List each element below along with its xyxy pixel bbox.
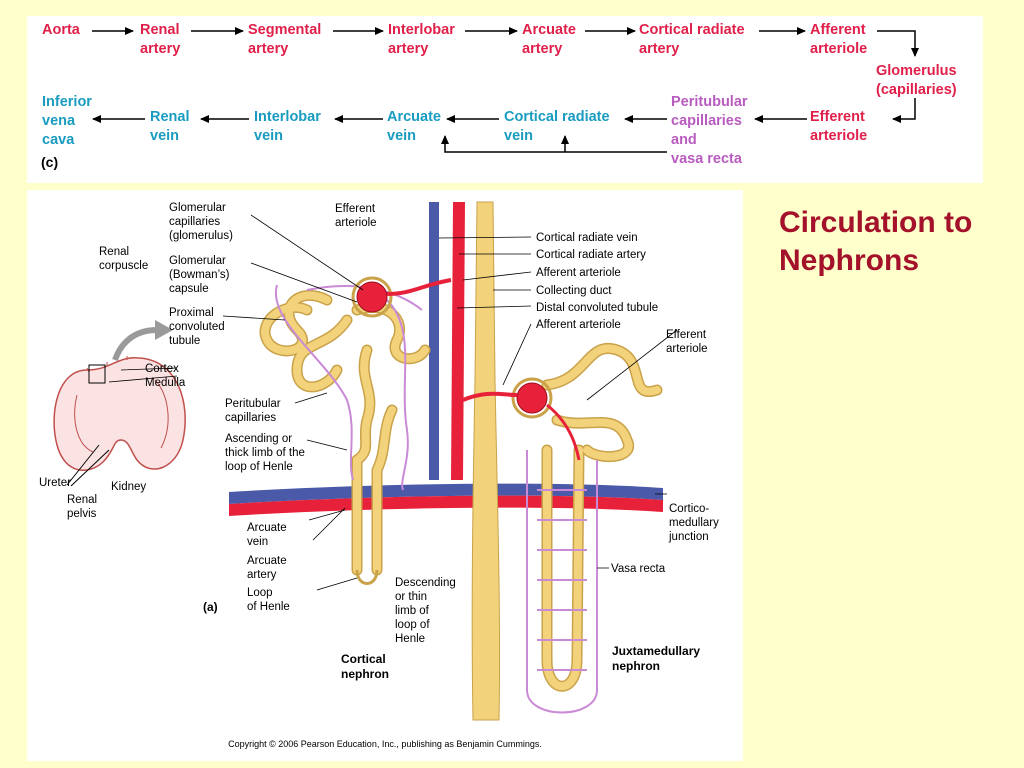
- label-arcuate-artery: Arcuate artery: [247, 555, 290, 581]
- label-ureter: Ureter: [39, 477, 71, 489]
- slide-title: Circulation to Nephrons: [779, 206, 973, 277]
- node-interlobar-vein: Interlobar vein: [254, 109, 321, 144]
- label-ascending-limb: Ascending or thick limb of the loop of H…: [225, 433, 308, 473]
- copyright-notice: Copyright © 2006 Pearson Education, Inc.…: [228, 739, 542, 749]
- label-renal-corpuscle: Renal corpuscle: [99, 246, 148, 272]
- figure-labels: Glomerular capillaries (glomerulus) Rena…: [39, 202, 722, 681]
- label-glomerular-capsule: Glomerular (Bowman’s) capsule: [169, 255, 233, 295]
- label-afferent-arteriole-1: Afferent arteriole: [536, 267, 621, 279]
- node-interlobar-artery: Interlobar artery: [388, 22, 455, 57]
- label-medulla: Medulla: [145, 377, 186, 389]
- cortical-radiate-vein-shape: [429, 202, 439, 480]
- label-efferent-arteriole-right: Efferent arteriole: [666, 329, 709, 355]
- label-renal-pelvis: Renal pelvis: [67, 494, 100, 520]
- part-label-a: (a): [203, 600, 218, 614]
- juxtamedullary-tubules-fill: [543, 344, 661, 691]
- node-arcuate-artery: Arcuate artery: [522, 22, 576, 57]
- loop-of-henle-bottom: [355, 569, 379, 585]
- node-efferent-arteriole: Efferent arteriole: [810, 109, 868, 144]
- nephron-figure-panel: Glomerular capillaries (glomerulus) Rena…: [27, 190, 743, 761]
- nephron-illustration: [53, 201, 678, 721]
- node-renal-artery: Renal artery: [140, 22, 181, 57]
- label-cortex: Cortex: [145, 363, 179, 375]
- label-juxtamedullary-nephron: Juxtamedullary nephron: [612, 644, 703, 673]
- label-peritubular-capillaries: Peritubular capillaries: [225, 398, 284, 424]
- label-cortical-radiate-artery: Cortical radiate artery: [536, 249, 646, 261]
- label-efferent-arteriole-top: Efferent arteriole: [335, 203, 378, 229]
- arrow-afferent-glomerulus: [877, 30, 919, 57]
- node-aorta: Aorta: [42, 22, 80, 38]
- arrow-vasa-recta-bypass: [441, 135, 667, 153]
- blood-flow-panel: Aorta Renal artery Segmental artery Inte…: [27, 16, 983, 183]
- arcuate-vein-shape: [229, 483, 663, 504]
- node-inferior-vena-cava: Inferior vena cava: [42, 94, 92, 148]
- part-label-c: (c): [41, 154, 59, 170]
- node-glomerulus: Glomerulus (capillaries): [876, 63, 957, 98]
- label-glomerular-capillaries: Glomerular capillaries (glomerulus): [169, 202, 233, 242]
- label-vasa-recta: Vasa recta: [611, 563, 666, 575]
- flow-arrows: [92, 27, 919, 153]
- node-renal-vein: Renal vein: [150, 109, 190, 144]
- node-cortical-radiate-vein: Cortical radiate vein: [504, 109, 610, 144]
- label-cortical-radiate-vein: Cortical radiate vein: [536, 232, 638, 244]
- node-peritubular-capillaries: Peritubular capillaries and vasa recta: [671, 94, 748, 167]
- cortical-nephron-tubules-fill: [261, 291, 429, 574]
- label-afferent-arteriole-2: Afferent arteriole: [536, 319, 621, 331]
- label-collecting-duct: Collecting duct: [536, 285, 612, 297]
- node-cortical-radiate-artery: Cortical radiate artery: [639, 22, 745, 57]
- node-afferent-arteriole: Afferent arteriole: [810, 22, 868, 57]
- label-corticomedullary-junction: Cortico- medullary junction: [668, 503, 722, 543]
- node-arcuate-vein: Arcuate vein: [387, 109, 441, 144]
- collecting-duct-shape: [471, 201, 501, 721]
- label-descending-limb: Descending or thin limb of loop of Henle: [395, 577, 459, 645]
- zoom-arrow-icon: [112, 327, 158, 362]
- node-segmental-artery: Segmental artery: [248, 22, 322, 57]
- glomerulus-juxtamedullary: [516, 382, 548, 414]
- arrow-glomerulus-efferent: [892, 98, 916, 123]
- label-proximal-tubule: Proximal convoluted tubule: [169, 307, 228, 347]
- label-distal-tubule: Distal convoluted tubule: [536, 302, 658, 314]
- arcuate-artery-shape: [229, 495, 663, 516]
- label-loop-of-henle: Loop of Henle: [247, 587, 290, 613]
- vasa-recta-network: [526, 450, 598, 714]
- kidney-icon: [53, 356, 186, 487]
- glomerulus-cortical: [356, 281, 388, 313]
- label-cortical-nephron: Cortical nephron: [341, 652, 389, 681]
- cortical-radiate-artery-shape: [451, 202, 465, 480]
- label-kidney: Kidney: [111, 481, 146, 493]
- label-arcuate-vein: Arcuate vein: [247, 522, 290, 548]
